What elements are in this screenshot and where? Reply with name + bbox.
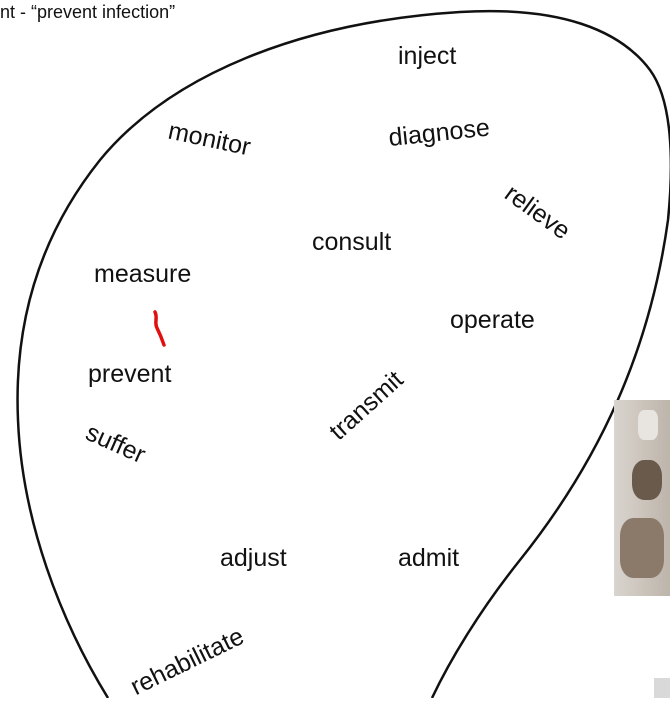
word-consult: consult bbox=[312, 228, 392, 256]
red-annotation-mark bbox=[153, 310, 166, 347]
header-caption: nt - “prevent infection” bbox=[0, 2, 176, 22]
word-operate: operate bbox=[450, 306, 535, 334]
thumbnail-edge bbox=[654, 678, 670, 698]
blob-outline bbox=[16, 9, 670, 698]
word-inject: inject bbox=[398, 42, 457, 70]
video-thumbnail bbox=[614, 400, 670, 596]
word-prevent: prevent bbox=[88, 360, 172, 388]
word-adjust: adjust bbox=[220, 544, 287, 572]
word-admit: admit bbox=[398, 544, 460, 572]
word-measure: measure bbox=[94, 260, 192, 288]
